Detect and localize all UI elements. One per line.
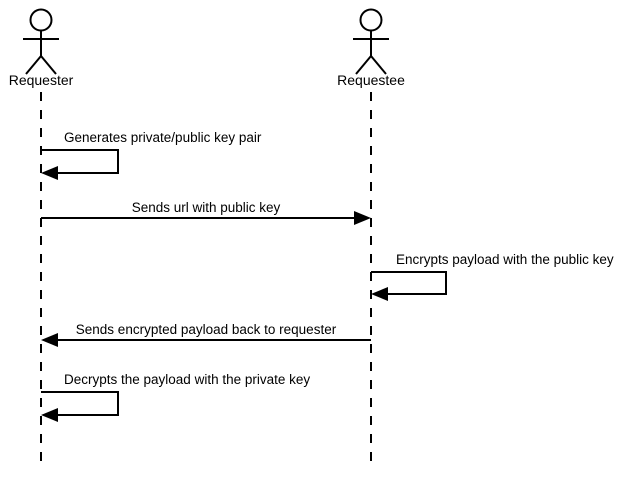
message-5-self-decrypt-payload[interactable]: Decrypts the payload with the private ke…	[41, 372, 310, 422]
arrowhead-icon	[41, 333, 58, 347]
actor-requestee[interactable]: Requestee	[337, 8, 405, 471]
message-2-sends-url[interactable]: Sends url with public key	[41, 200, 371, 225]
arrowhead-icon	[41, 166, 58, 180]
arrowhead-icon	[41, 408, 58, 422]
message-1-self-generate-keys[interactable]: Generates private/public key pair	[41, 130, 262, 180]
actor-right-leg-icon	[40, 55, 57, 75]
message-3-self-encrypt-payload[interactable]: Encrypts payload with the public key	[371, 252, 614, 301]
arrowhead-icon	[354, 211, 371, 225]
self-message-loop	[41, 149, 119, 174]
actor-head-icon	[359, 8, 383, 32]
actor-head-icon	[29, 8, 53, 32]
actor-left-leg-icon	[355, 55, 372, 75]
stick-figure-icon	[23, 8, 59, 75]
self-message-loop	[41, 391, 119, 416]
message-label: Sends url with public key	[132, 200, 281, 215]
message-label: Generates private/public key pair	[64, 130, 262, 145]
message-label: Decrypts the payload with the private ke…	[64, 372, 310, 387]
actor-label-requestee: Requestee	[337, 72, 405, 88]
message-label: Sends encrypted payload back to requeste…	[76, 322, 337, 337]
message-4-sends-encrypted-payload[interactable]: Sends encrypted payload back to requeste…	[41, 322, 371, 347]
actor-left-leg-icon	[25, 55, 42, 75]
message-label: Encrypts payload with the public key	[396, 252, 614, 267]
self-message-loop	[371, 271, 447, 295]
actor-label-requester: Requester	[9, 72, 74, 88]
arrowhead-icon	[371, 287, 388, 301]
actor-requester[interactable]: Requester	[9, 8, 74, 471]
actor-right-leg-icon	[370, 55, 387, 75]
stick-figure-icon	[353, 8, 389, 75]
